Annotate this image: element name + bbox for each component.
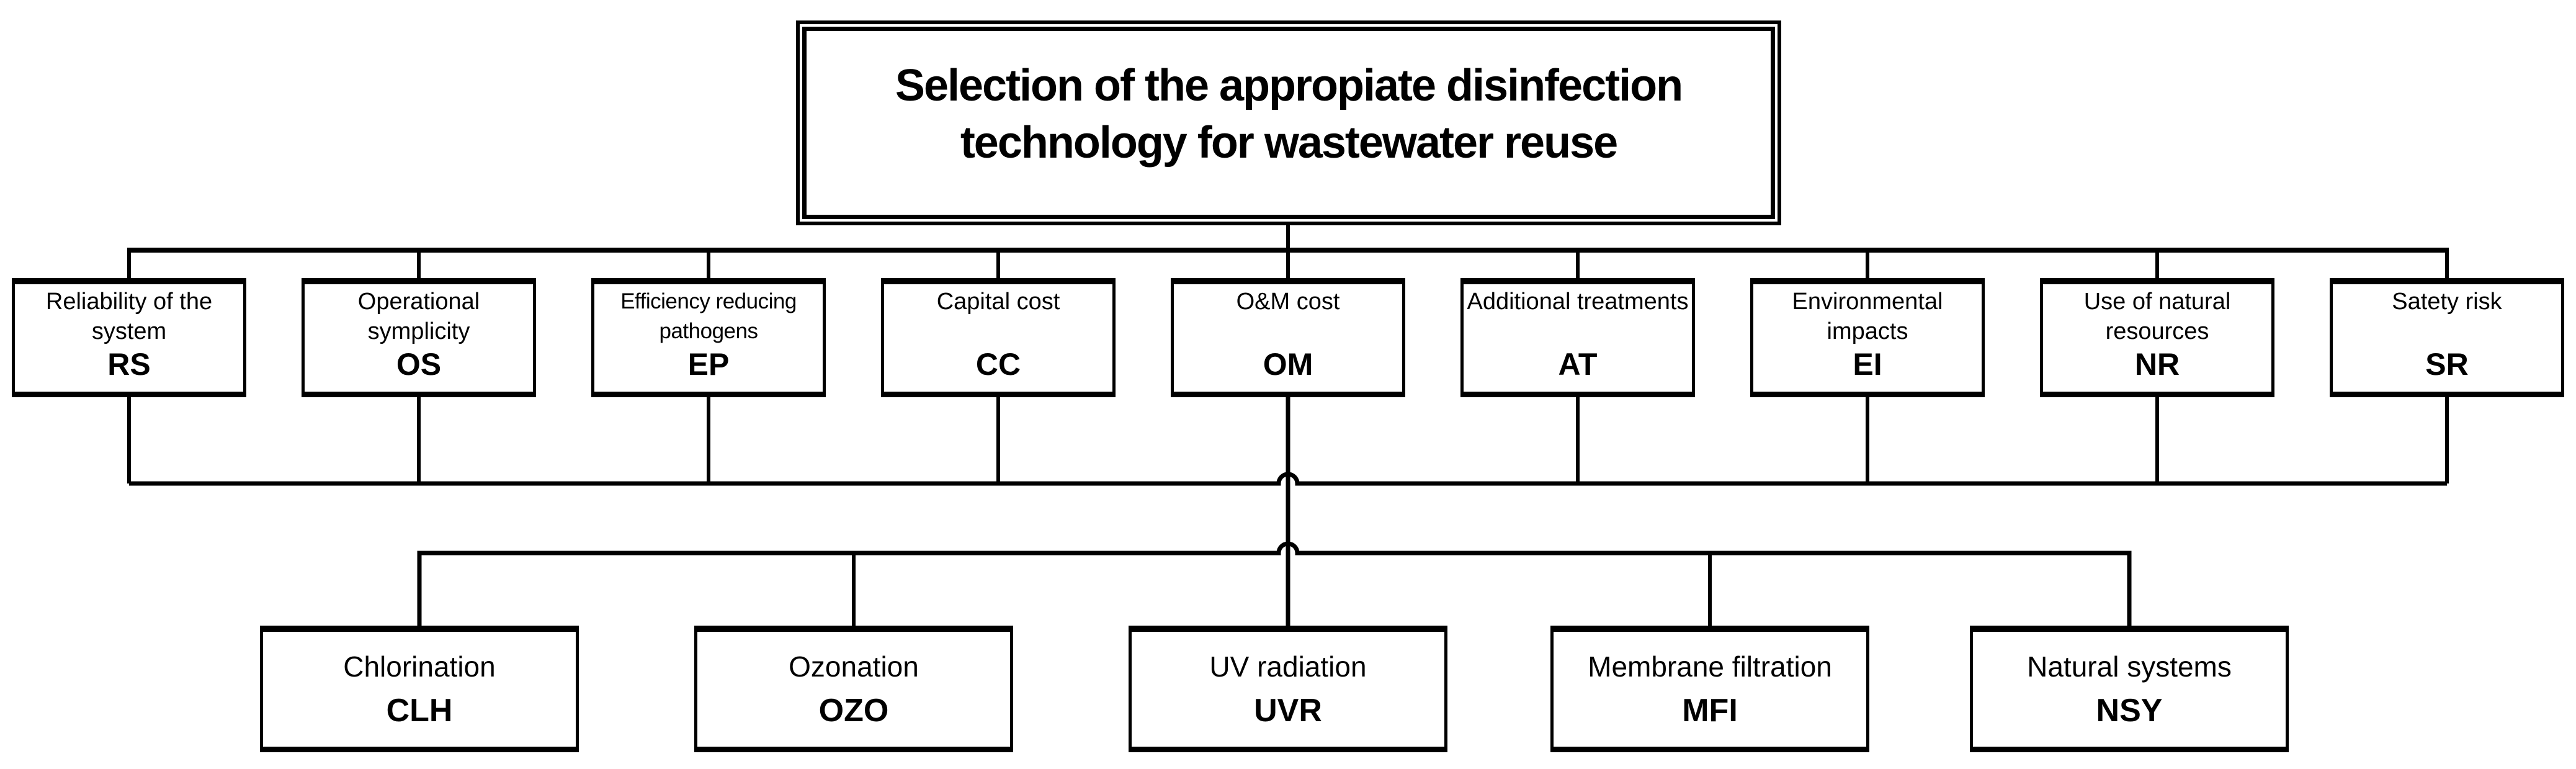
alternatives-stub-lines — [852, 553, 1712, 628]
alternative-label: Membrane filtration — [1588, 650, 1832, 683]
criterion-box-os: Operational symplicity OS — [302, 278, 536, 397]
criterion-code: AT — [1558, 347, 1598, 382]
criteria-bottom-stub-lines — [127, 393, 2449, 483]
criterion-box-om: O&M cost OM — [1171, 278, 1405, 397]
goal-box: Selection of the appropiate disinfection… — [796, 20, 1781, 225]
criterion-box-rs: Reliability of the system RS — [12, 278, 246, 397]
criterion-code: EI — [1853, 347, 1882, 382]
criterion-box-sr: Satety risk SR — [2330, 278, 2564, 397]
criterion-code: RS — [107, 347, 151, 382]
alternative-label: Ozonation — [789, 650, 919, 683]
criterion-code: CC — [975, 347, 1021, 382]
alternative-box-clh: Chlorination CLH — [260, 626, 579, 752]
alternative-code: NSY — [2096, 692, 2163, 729]
criterion-code: NR — [2134, 347, 2180, 382]
alternative-box-mfi: Membrane filtration MFI — [1550, 626, 1869, 752]
criterion-label: Efficiency reducing pathogens — [620, 289, 797, 343]
alternative-box-uvr: UV radiation UVR — [1129, 626, 1447, 752]
alternative-code: OZO — [818, 692, 889, 729]
alternative-code: CLH — [386, 692, 453, 729]
goal-box-inner-border: Selection of the appropiate disinfection… — [802, 27, 1775, 219]
goal-title: Selection of the appropiate disinfection… — [895, 61, 1683, 168]
criterion-box-cc: Capital cost CC — [881, 278, 1116, 397]
criterion-label: Additional treatments — [1467, 289, 1689, 315]
criterion-label: Use of natural resources — [2083, 289, 2231, 344]
criterion-box-nr: Use of natural resources NR — [2040, 278, 2274, 397]
alternative-code: MFI — [1682, 692, 1738, 729]
criterion-label: Capital cost — [936, 289, 1060, 315]
criterion-label: O&M cost — [1236, 289, 1340, 315]
criterion-label: Reliability of the system — [45, 289, 213, 344]
alternative-label: Chlorination — [343, 650, 496, 683]
alternative-box-nsy: Natural systems NSY — [1970, 626, 2289, 752]
criterion-label: Environmental impacts — [1792, 289, 1943, 344]
alternative-label: UV radiation — [1209, 650, 1367, 683]
criterion-label: Operational symplicity — [357, 289, 480, 344]
criterion-code: OS — [396, 347, 442, 382]
alternative-code: UVR — [1254, 692, 1322, 729]
criterion-label: Satety risk — [2392, 289, 2502, 315]
criterion-code: SR — [2425, 347, 2469, 382]
criterion-code: EP — [687, 347, 730, 382]
criteria-top-stub-lines — [127, 248, 2449, 281]
alternative-box-ozo: Ozonation OZO — [694, 626, 1013, 752]
criterion-box-at: Additional treatments AT — [1460, 278, 1695, 397]
alternative-label: Natural systems — [2027, 650, 2232, 683]
criterion-box-ep: Efficiency reducing pathogens EP — [591, 278, 826, 397]
alternatives-bus-line-with-hop-arc — [417, 541, 2132, 628]
criterion-box-ei: Environmental impacts EI — [1750, 278, 1985, 397]
criterion-code: OM — [1263, 347, 1313, 382]
